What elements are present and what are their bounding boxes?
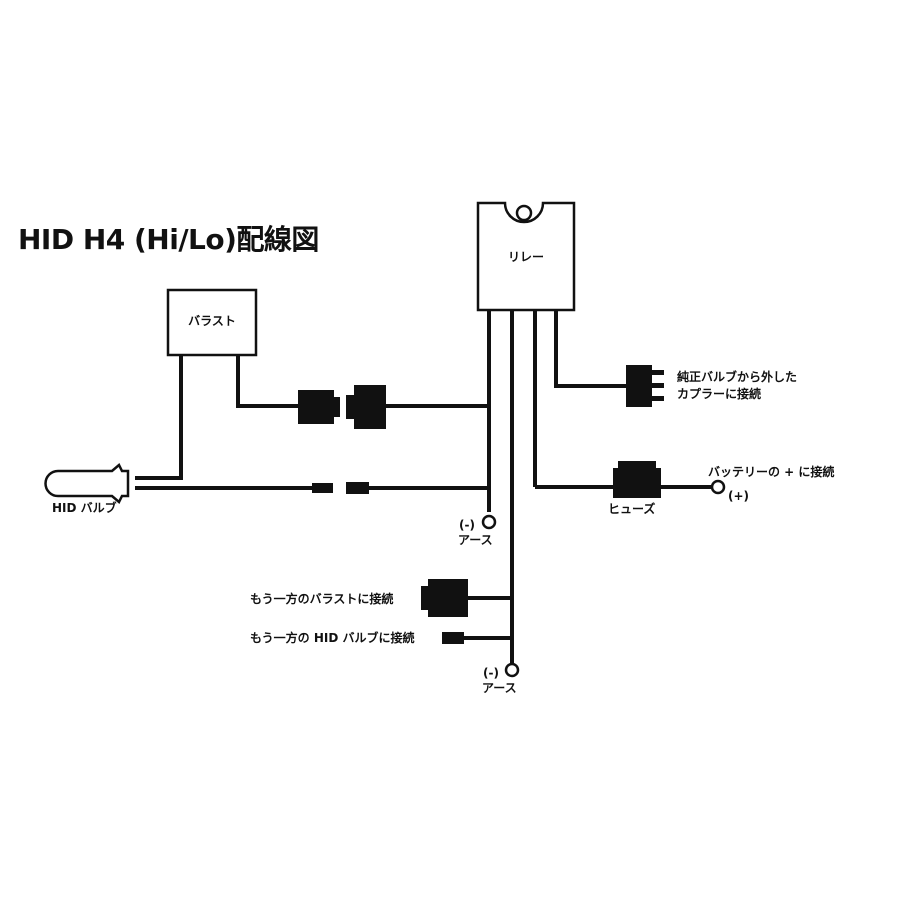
ground-terminal-1: [481, 514, 497, 530]
fuse-label: ヒューズ: [608, 502, 656, 516]
diagram-title: HID H4 (Hi/Lo)配線図: [18, 223, 319, 256]
ballast-bulb-wire: [135, 355, 183, 480]
stock-coupler-label-line2: カプラーに接続: [677, 387, 762, 401]
ballast-connector-right: [354, 385, 386, 429]
stock-coupler-pin-1: [652, 370, 664, 375]
relay-label: リレー: [507, 250, 545, 264]
ballast-connector-left: [298, 390, 334, 424]
hid-bulb-label: HID バルブ: [52, 501, 117, 515]
stock-coupler: [626, 365, 652, 407]
other-ballast-label: もう一方のバラストに接続: [250, 592, 394, 606]
other-hid-bulb-label: もう一方の HID バルブに接続: [250, 631, 415, 645]
stock-coupler-pin-2: [652, 383, 664, 388]
fuse-cap: [618, 461, 656, 469]
bulb-connector-right: [346, 482, 369, 494]
ballast-connector-left-tip: [334, 397, 340, 417]
ground-2-sign: (-): [483, 666, 499, 680]
battery-terminal: [710, 479, 726, 495]
stock-coupler-label-line1: 純正バルブから外した: [677, 370, 798, 384]
bulb-connector-left: [312, 483, 333, 493]
ballast-connector-right-tip: [346, 395, 354, 419]
ground-1-label: アース: [458, 533, 493, 547]
relay-indicator: [515, 204, 533, 222]
ballast-output-wire: [236, 355, 300, 408]
ground-terminal-2: [504, 662, 520, 678]
other-ballast-connector-tip: [421, 586, 428, 610]
plus-terminal-label: (+): [728, 489, 750, 503]
other-ballast-connector: [428, 579, 468, 617]
ballast-box: [166, 288, 258, 357]
hid-bulb: [44, 463, 130, 504]
stock-coupler-pin-3: [652, 396, 664, 401]
relay-box: [476, 201, 576, 312]
stock-coupler-wire: [554, 384, 628, 388]
battery-label: バッテリーの + に接続: [708, 465, 835, 479]
fuse: [613, 468, 661, 498]
other-bulb-connector: [442, 632, 464, 644]
ground-2-label: アース: [482, 681, 517, 695]
ground-1-sign: (-): [459, 518, 475, 532]
ballast-label: バラスト: [188, 314, 236, 328]
